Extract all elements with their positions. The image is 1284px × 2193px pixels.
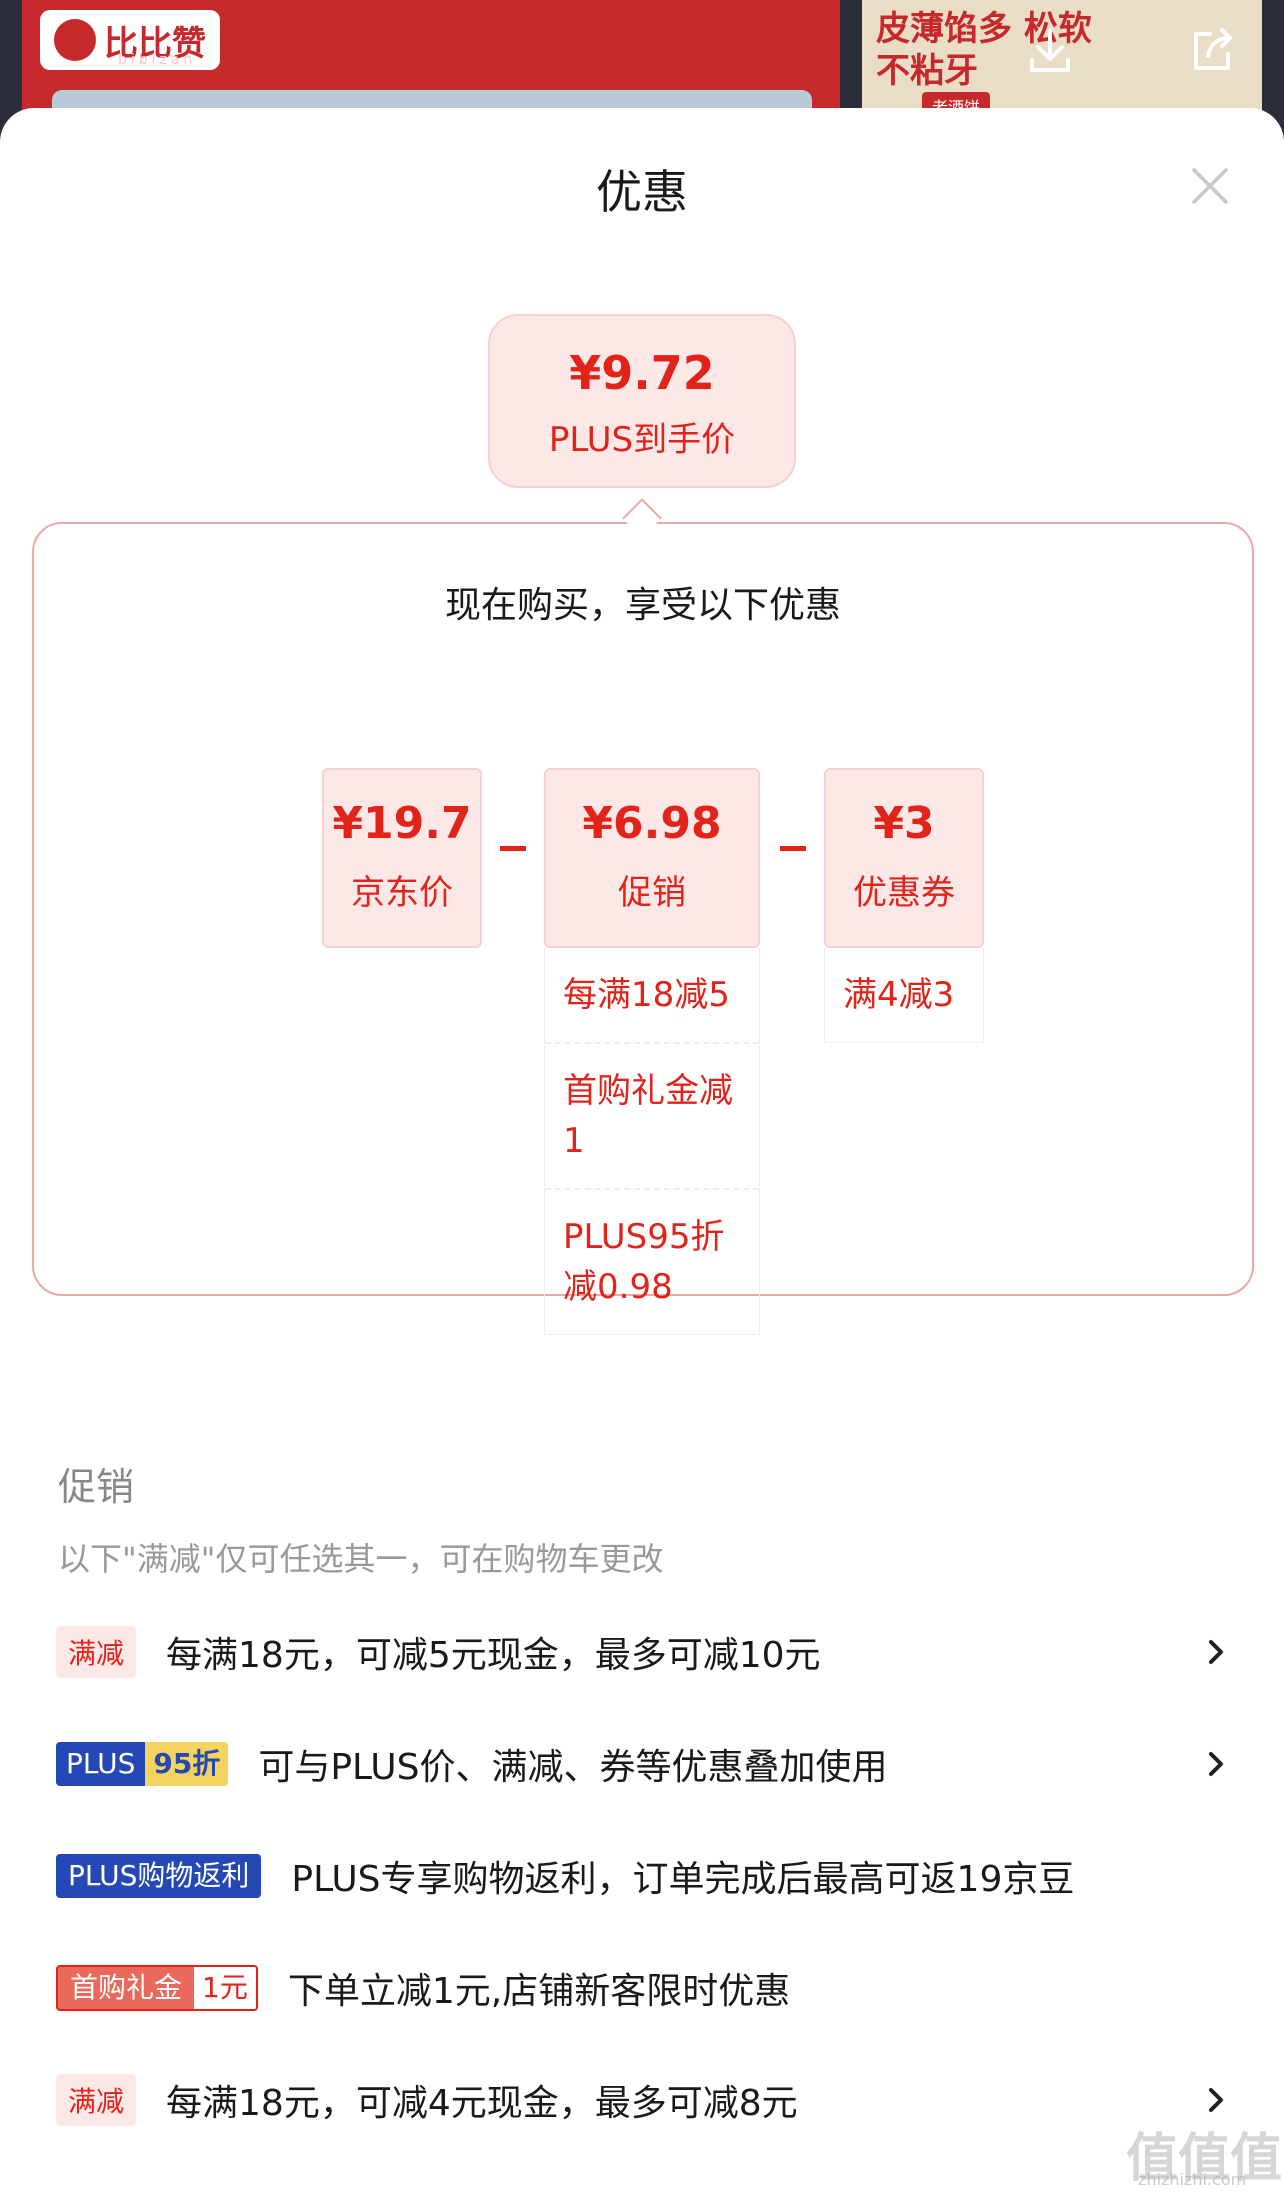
minus-sign: [780, 846, 806, 851]
promotion-item: 每满18减5: [545, 948, 759, 1044]
promo-tag-full-reduction: 满减: [56, 2074, 137, 2126]
promotion-item: 首购礼金减1: [545, 1044, 759, 1190]
plus-tag-label: PLUS: [56, 1742, 146, 1786]
coupon-item: 满4减3: [843, 975, 955, 1015]
download-icon[interactable]: [1022, 22, 1078, 78]
promotion-section-title: 促销: [58, 1465, 135, 1509]
chevron-right-icon[interactable]: [1196, 1744, 1236, 1784]
jd-price-value: ¥19.7: [332, 798, 472, 849]
promotion-value: ¥6.98: [582, 798, 722, 849]
gift-tag-label: 首购礼金: [58, 1967, 195, 2009]
brand-logo-mark: [54, 19, 96, 61]
promo-tag-first-purchase-gift: 首购礼金 1元: [56, 1965, 258, 2011]
plus-discount-label: 95折: [145, 1742, 229, 1786]
promotion-section-note: 以下"满减"仅可任选其一，可在购物车更改: [58, 1540, 664, 1578]
minus-sign: [500, 846, 526, 851]
promo-tag-plus-rebate: PLUS购物返利: [56, 1854, 262, 1898]
price-breakdown-box: 现在购买，享受以下优惠 ¥19.7 京东价 ¥6.98 促销 每满18减5 首购…: [32, 522, 1254, 1335]
chevron-right-icon[interactable]: [1196, 1632, 1236, 1672]
plus-final-price-card: ¥9.72 PLUS到手价: [488, 314, 796, 488]
promo-tag-plus-95: PLUS 95折: [56, 1742, 229, 1786]
breakdown-col-coupon: ¥3 优惠券 满4减3: [824, 768, 984, 1043]
close-icon[interactable]: [1184, 160, 1236, 212]
breakdown-col-jd-price: ¥19.7 京东价: [322, 768, 482, 948]
coupon-label: 优惠券: [853, 873, 955, 913]
breakdown-col-promotion: ¥6.98 促销 每满18减5 首购礼金减1 PLUS95折减0.98: [544, 768, 760, 1335]
sheet-title: 优惠: [596, 165, 688, 219]
promotion-row-full-reduction-5[interactable]: 满减 每满18元，可减5元现金，最多可减10元: [56, 1622, 1236, 1682]
promotion-item: PLUS95折减0.98: [563, 1217, 725, 1307]
promotion-row-first-purchase-gift[interactable]: 首购礼金 1元 下单立减1元,店铺新客限时优惠: [56, 1958, 1236, 2018]
chevron-right-icon[interactable]: [1196, 2080, 1236, 2120]
share-icon[interactable]: [1184, 22, 1240, 78]
brand-logo: 比比赞: [40, 10, 220, 70]
gift-tag-amount: 1元: [194, 1967, 256, 2009]
promo-text: 下单立减1元,店铺新客限时优惠: [287, 1971, 791, 2012]
coupon-item-list: 满4减3: [824, 948, 984, 1043]
jd-price-card: ¥19.7 京东价: [322, 768, 482, 948]
coupon-value: ¥3: [873, 798, 935, 849]
brand-logo-text: 比比赞: [104, 23, 206, 64]
promo-tag-full-reduction: 满减: [56, 1626, 137, 1678]
final-price-label: PLUS到手价: [548, 420, 736, 460]
promo-text: 可与PLUS价、满减、券等优惠叠加使用: [258, 1747, 888, 1788]
promo-text: PLUS专享购物返利，订单完成后最高可返19京豆: [291, 1859, 1075, 1900]
discount-sheet: 优惠 ¥9.72 PLUS到手价 现在购买，享受以下优惠 ¥19.7 京东价 ¥…: [0, 108, 1284, 2193]
promotion-item-list: 每满18减5 首购礼金减1 PLUS95折减0.98: [544, 948, 760, 1335]
jd-price-label: 京东价: [351, 873, 453, 913]
site-watermark: 值值值: [1126, 2129, 1283, 2189]
promo-text: 每满18元，可减4元现金，最多可减8元: [166, 2083, 798, 2124]
promotion-card: ¥6.98 促销: [544, 768, 760, 948]
promotion-label: 促销: [618, 873, 686, 913]
coupon-card: ¥3 优惠券: [824, 768, 984, 948]
promotion-row-plus-95[interactable]: PLUS 95折 可与PLUS价、满减、券等优惠叠加使用: [56, 1734, 1236, 1794]
promotion-row-full-reduction-4[interactable]: 满减 每满18元，可减4元现金，最多可减8元: [56, 2070, 1236, 2130]
brand-logo-sub: bibizan: [118, 52, 197, 68]
site-watermark-url: zhizhizhi.com: [1138, 2170, 1247, 2189]
promo-text: 每满18元，可减5元现金，最多可减10元: [166, 1635, 821, 1676]
promotion-row-plus-rebate[interactable]: PLUS购物返利 PLUS专享购物返利，订单完成后最高可返19京豆: [56, 1846, 1236, 1906]
final-price-amount: ¥9.72: [569, 346, 715, 400]
breakdown-heading: 现在购买，享受以下优惠: [444, 585, 841, 626]
product-slogan: 皮薄馅多 松软不粘牙: [876, 9, 1092, 91]
